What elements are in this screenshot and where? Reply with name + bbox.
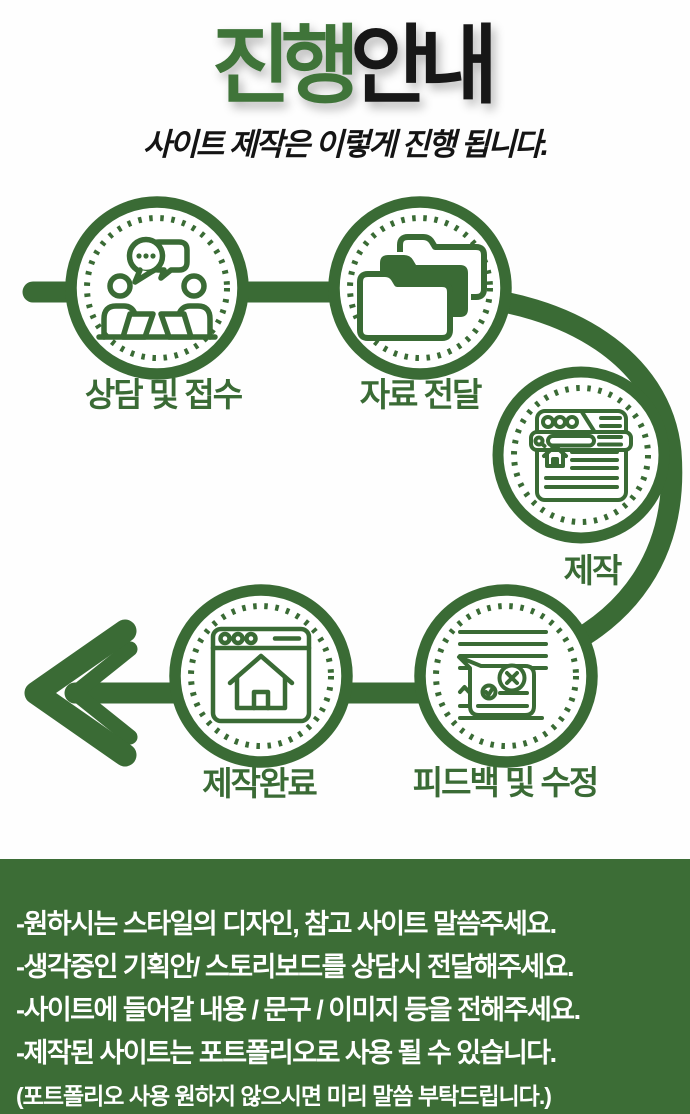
arrow-outer-chevron-icon [24, 619, 137, 767]
browser-build-icon [529, 409, 633, 502]
step-label-consultation: 상담 및 접수 [84, 376, 243, 413]
footer-note-style: -원하시는 스타일의 디자인, 참고 사이트 말씀주세요. [16, 909, 557, 939]
page-title: 진행안내 [0, 20, 690, 113]
step-label-materials: 자료 전달 [359, 376, 483, 413]
folders-icon [357, 234, 487, 341]
title-black-part: 안내 [350, 18, 498, 114]
footer-note-content: -사이트에 들어갈 내용 / 문구 / 이미지 등을 전해주세요. [16, 995, 581, 1025]
footer-note-storyboard: -생각중인 기획안/ 스토리보드를 상담시 전달해주세요. [16, 952, 574, 982]
step-circle-complete [169, 584, 353, 768]
site-complete-icon [210, 626, 312, 724]
page-subtitle: 사이트 제작은 이렇게 진행 됩니다. [142, 126, 549, 162]
feedback-review-icon [457, 630, 548, 720]
header: 진행안내 사이트 제작은 이렇게 진행 됩니다. [0, 0, 690, 164]
title-green-part: 진행 [211, 18, 360, 114]
footer-note-portfolio-optout: (포트폴리오 사용 원하지 않으시면 미리 말씀 부탁드립니다.) [16, 1083, 552, 1109]
step-circle-consultation [65, 196, 249, 380]
flow-curve [444, 285, 683, 666]
footer-note-portfolio: -제작된 사이트는 포트폴리오로 사용 될 수 있습니다. [16, 1038, 557, 1068]
step-circle-build [492, 366, 670, 544]
footer-panel: -원하시는 스타일의 디자인, 참고 사이트 말씀주세요. -생각중인 기획안/… [0, 859, 690, 1114]
step-label-complete: 제작완료 [202, 765, 317, 802]
step-label-build: 제작 [563, 552, 623, 589]
step-label-feedback: 피드백 및 수정 [412, 764, 599, 801]
consultation-icon [96, 236, 218, 340]
arrow-inner-chevron-icon [67, 641, 138, 745]
